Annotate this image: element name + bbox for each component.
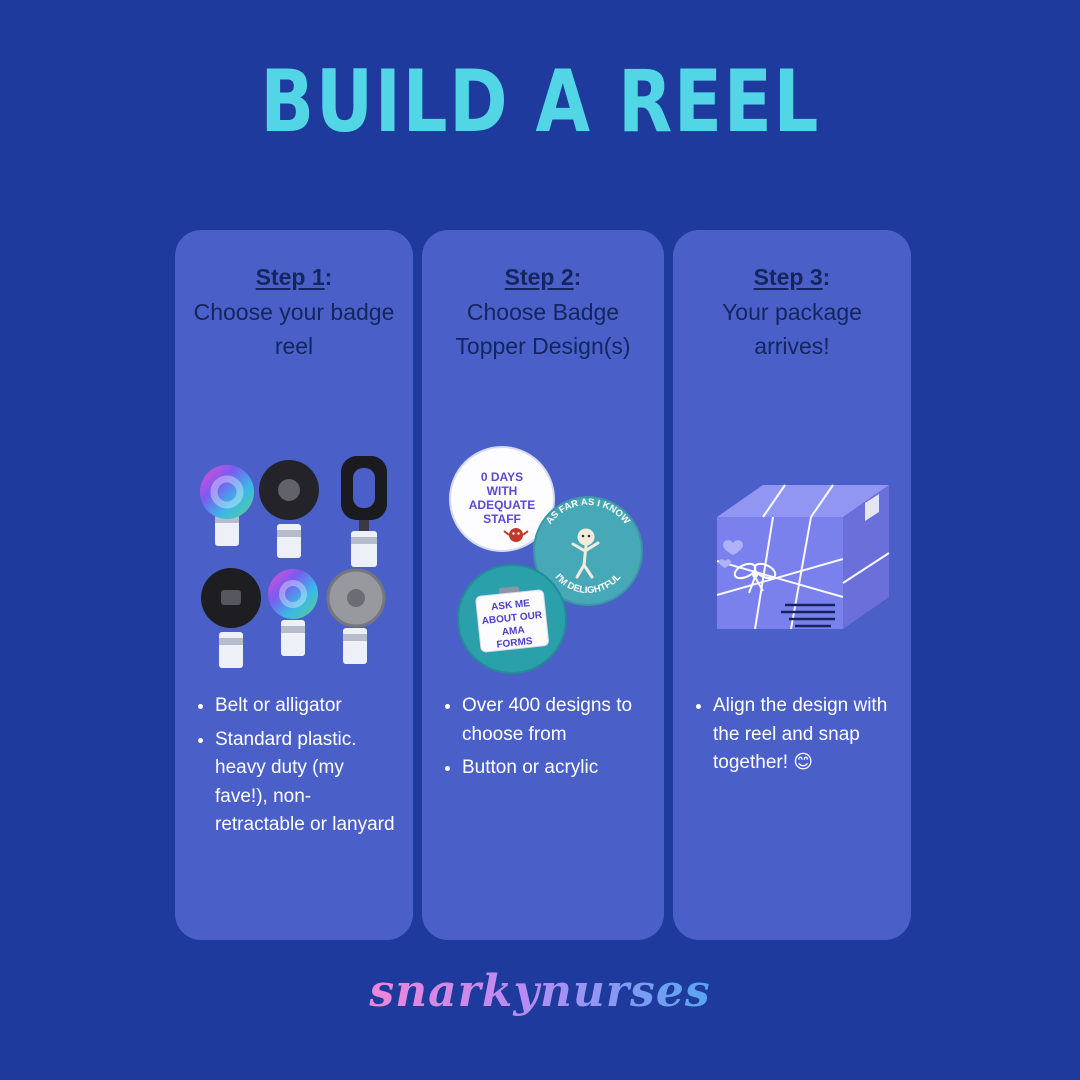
step-1-label: Step 1 bbox=[255, 264, 325, 290]
package-illustration bbox=[716, 484, 890, 630]
step-3-label: Step 3 bbox=[753, 264, 823, 290]
svg-text:WITH: WITH bbox=[487, 484, 518, 498]
step-2-illustration-area: 0 DAYS WITH ADEQUATE STAFF bbox=[438, 432, 648, 688]
heart-decorations bbox=[719, 540, 743, 568]
svg-text:ASK ME: ASK ME bbox=[491, 598, 531, 613]
step-3-heading: Step 3: Your package arrives! bbox=[689, 260, 895, 432]
badge-reels-illustration bbox=[200, 456, 387, 668]
gray-reel bbox=[326, 568, 386, 664]
step-2-subtitle: Choose Badge Topper Design(s) bbox=[455, 298, 631, 360]
black-reel-2 bbox=[201, 568, 261, 668]
step-3-card: Step 3: Your package arrives! bbox=[673, 230, 911, 940]
step-3-bullets: Align the design with the reel and snap … bbox=[689, 692, 895, 783]
bullet-item: Over 400 designs to choose from bbox=[462, 692, 648, 749]
step-1-card: Step 1: Choose your badge reel bbox=[175, 230, 413, 940]
svg-text:AMA: AMA bbox=[501, 625, 525, 638]
ama-badge: ASK ME ABOUT OUR AMA FORMS bbox=[457, 564, 567, 674]
address-lines bbox=[781, 603, 835, 628]
step-1-title-line: Step 1: bbox=[256, 264, 333, 290]
step-1-subtitle: Choose your badge reel bbox=[193, 298, 395, 360]
bullet-item: Button or acrylic bbox=[462, 754, 648, 783]
step-2-colon: : bbox=[573, 264, 582, 290]
bullet-item: Standard plastic. heavy duty (my fave!),… bbox=[215, 726, 397, 840]
package-string bbox=[716, 484, 890, 630]
step-3-title-line: Step 3: bbox=[754, 264, 831, 290]
brand-signature: snarkynurses bbox=[369, 966, 711, 1017]
bullet-item: Belt or alligator bbox=[215, 692, 397, 721]
shipping-label bbox=[865, 494, 879, 521]
svg-text:STAFF: STAFF bbox=[483, 512, 521, 526]
step-2-bullets: Over 400 designs to choose from Button o… bbox=[438, 692, 648, 788]
step-3-subtitle: Your package arrives! bbox=[722, 298, 862, 360]
step-2-heading: Step 2: Choose Badge Topper Design(s) bbox=[438, 260, 648, 432]
step-2-label: Step 2 bbox=[504, 264, 574, 290]
step-1-colon: : bbox=[324, 264, 333, 290]
rainbow-reel-1 bbox=[200, 465, 254, 546]
step-1-heading: Step 1: Choose your badge reel bbox=[191, 260, 397, 432]
step-1-illustration-area bbox=[191, 432, 397, 688]
page-title: BUILD A REEL bbox=[260, 52, 820, 152]
gift-package bbox=[716, 484, 890, 630]
step-1-bullets: Belt or alligator Standard plastic. heav… bbox=[191, 692, 397, 845]
svg-text:FORMS: FORMS bbox=[496, 636, 533, 651]
step-3-colon: : bbox=[822, 264, 831, 290]
skeleton-figure bbox=[571, 528, 600, 579]
steps-row: Step 1: Choose your badge reel bbox=[175, 230, 911, 940]
bullet-item: Align the design with the reel and snap … bbox=[713, 692, 895, 778]
step-2-card: Step 2: Choose Badge Topper Design(s) 0 … bbox=[422, 230, 664, 940]
svg-text:0 DAYS: 0 DAYS bbox=[481, 470, 523, 484]
step-3-illustration-area bbox=[689, 432, 895, 688]
badge-toppers-illustration: 0 DAYS WITH ADEQUATE STAFF bbox=[449, 446, 643, 674]
title-row: BUILD A REEL bbox=[0, 52, 1080, 152]
footer-row: snarkynurses bbox=[0, 966, 1080, 1017]
belt-loop-clip bbox=[341, 456, 387, 567]
rainbow-reel-2 bbox=[268, 569, 318, 656]
svg-text:ADEQUATE: ADEQUATE bbox=[469, 498, 535, 512]
package-bow bbox=[733, 562, 777, 594]
staff-badge: 0 DAYS WITH ADEQUATE STAFF bbox=[449, 446, 555, 552]
black-reel-1 bbox=[259, 460, 319, 558]
step-2-title-line: Step 2: bbox=[505, 264, 582, 290]
